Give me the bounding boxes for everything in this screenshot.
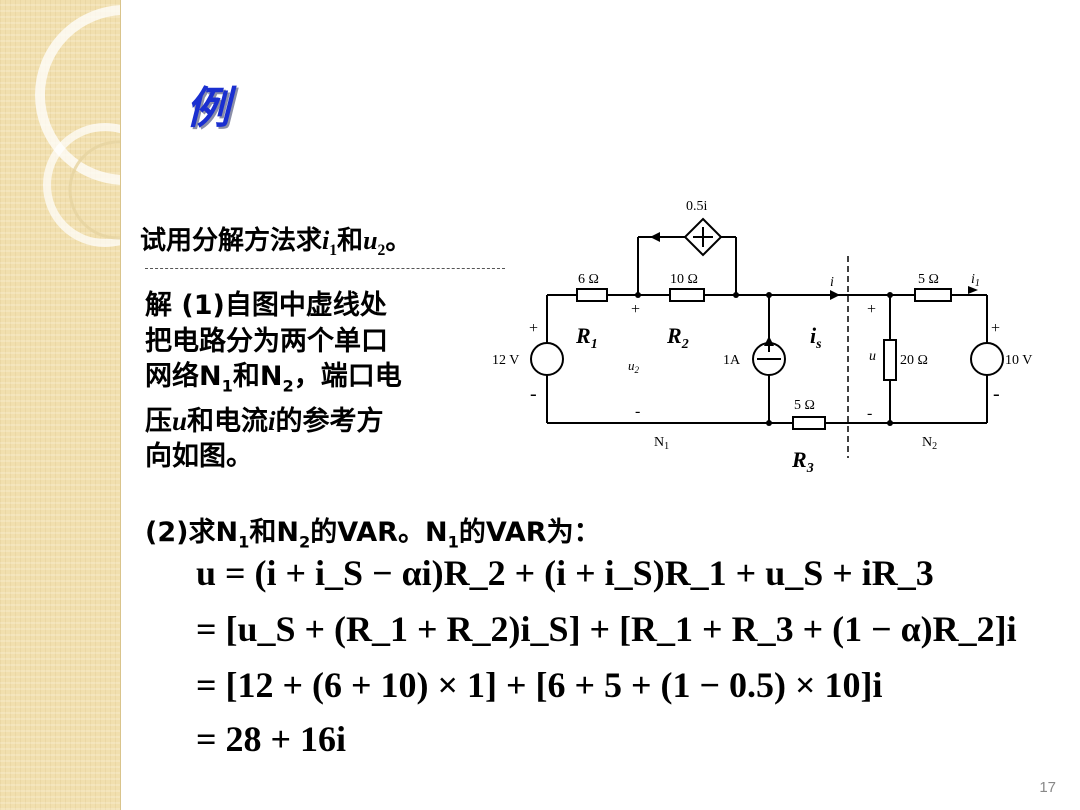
- equation-1-text: u = (i + i_S − αi)R_2 + (i + i_S)R_1 + u…: [196, 553, 934, 593]
- plus-u2: +: [631, 301, 640, 318]
- ring-decoration-icon: [35, 5, 120, 247]
- r3-name: R3: [791, 447, 814, 476]
- dashed-divider: [145, 268, 505, 269]
- r1-name: R1: [575, 323, 598, 352]
- r2-value: 10 Ω: [670, 272, 698, 287]
- equation-3-text: = [12 + (6 + 10) × 1] + [6 + 5 + (1 − 0.…: [196, 665, 883, 705]
- equation-4-text: = 28 + 16i: [196, 719, 347, 759]
- solution-line-5: 向如图。: [145, 441, 253, 473]
- solution-line-3: 网络N1和N2，端口电: [145, 361, 402, 396]
- plus-u: +: [867, 301, 876, 318]
- decorative-sidebar: [0, 0, 121, 810]
- n2-label: N2: [922, 435, 937, 452]
- solution-line-1: 解 (1)自图中虚线处: [145, 290, 387, 321]
- r1-value: 6 Ω: [578, 272, 599, 287]
- equation-2-text: = [u_S + (R_1 + R_2)i_S] + [R_1 + R_3 + …: [196, 609, 1017, 649]
- minus-right: -: [993, 383, 1000, 405]
- question-text: 试用分解方法求i1和u2。: [140, 226, 412, 260]
- slide-title: 例: [186, 83, 230, 134]
- equation-line-3: = [12 + (6 + 10) × 1] + [6 + 5 + (1 − 0.…: [196, 664, 883, 706]
- r5-value: 20 Ω: [900, 353, 928, 368]
- equation-line-4: = 28 + 16i: [196, 718, 346, 760]
- plus-left: +: [529, 320, 538, 337]
- r2-name: R2: [666, 323, 689, 352]
- equation-line-1: u = (i + i_S − αi)R_2 + (i + i_S)R_1 + u…: [196, 552, 934, 594]
- u-label: u: [869, 349, 876, 364]
- is-name: is: [810, 323, 822, 352]
- r4-value: 5 Ω: [918, 272, 939, 287]
- minus-left: -: [530, 383, 537, 405]
- v-right-label: 10 V: [1005, 353, 1032, 368]
- i-source-label: 1A: [723, 353, 741, 368]
- equation-line-2: = [u_S + (R_1 + R_2)i_S] + [R_1 + R_3 + …: [196, 608, 1017, 650]
- minus-u: -: [867, 405, 872, 422]
- page-number: 17: [1039, 779, 1056, 796]
- u2-label: u2: [628, 358, 640, 375]
- solution-line-2: 把电路分为两个单口: [145, 325, 388, 357]
- dep-source-label: 0.5i: [686, 199, 708, 214]
- circuit-diagram: 0.5i 6 Ω 10 Ω 5 Ω 5 Ω 20 Ω 12 V 10 V 1A …: [492, 199, 1032, 476]
- solution-line-4: 压u和电流i的参考方: [145, 405, 384, 437]
- n1-label: N1: [654, 435, 669, 452]
- solution-text: 解 (1)自图中虚线处 把电路分为两个单口 网络N1和N2，端口电 压u和电流i…: [145, 288, 402, 475]
- i1-label: i1: [971, 272, 980, 289]
- step2-text: (2)求N1和N2的VAR。N1的VAR为：: [145, 517, 601, 552]
- minus-u2: -: [635, 403, 640, 420]
- i-label: i: [830, 275, 834, 290]
- v-left-label: 12 V: [492, 353, 519, 368]
- r3-value: 5 Ω: [794, 398, 815, 413]
- plus-right: +: [991, 320, 1000, 337]
